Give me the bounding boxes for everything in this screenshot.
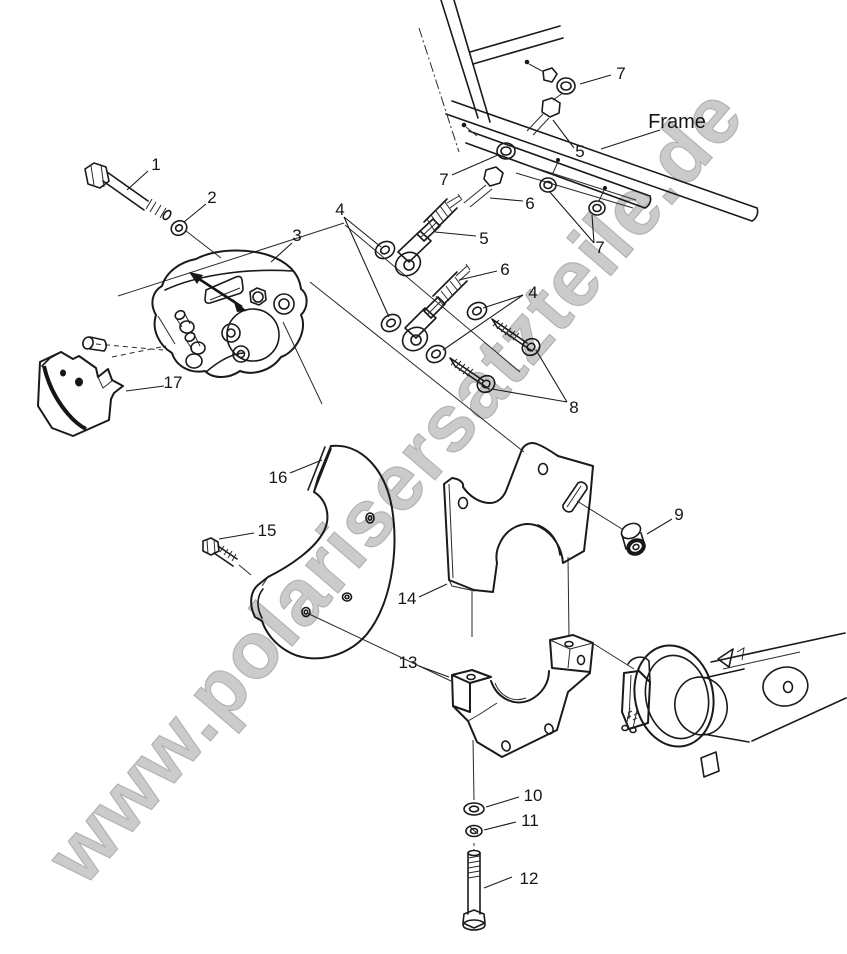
caliper-bolt	[84, 162, 172, 221]
callout-1: 1	[151, 155, 160, 174]
brake-hose-upper	[394, 193, 463, 277]
screw-icon	[556, 158, 560, 162]
callout-6-frame: 6	[525, 194, 534, 213]
callout-5-hose: 5	[479, 229, 488, 248]
callout-4-right: 4	[528, 283, 537, 302]
banjo-bolts	[449, 318, 541, 394]
frame-label: Frame	[648, 111, 706, 133]
callout-5-frame: 5	[575, 142, 584, 161]
construction-lines	[95, 222, 635, 851]
leader-lines	[125, 74, 673, 889]
callout-17: 17	[164, 373, 183, 392]
callout-14: 14	[398, 589, 417, 608]
callout-2: 2	[207, 188, 216, 207]
bushing	[620, 522, 646, 556]
brake-caliper	[151, 249, 308, 378]
axle-bracket	[451, 634, 594, 758]
screw-icon	[524, 59, 530, 65]
callout-4-left: 4	[335, 200, 344, 219]
pad-pin	[82, 336, 108, 352]
flat-washer-10	[463, 802, 485, 816]
callout-11: 11	[521, 811, 539, 830]
callout-8: 8	[569, 398, 578, 417]
callout-7-top: 7	[616, 64, 625, 83]
dust-shield	[250, 444, 396, 660]
callout-10: 10	[524, 786, 543, 805]
callout-7-left: 7	[439, 170, 448, 189]
callout-3: 3	[292, 226, 301, 245]
callout-labels: 1 2 3 4 4 5 5 6 6 7 7 7 8 9 10 11 12 13 …	[151, 64, 706, 888]
screw-icon	[603, 186, 607, 190]
brake-hose-lower	[401, 263, 471, 352]
callout-12: 12	[520, 869, 539, 888]
axle-assembly	[621, 632, 847, 778]
sealing-washers	[374, 240, 488, 364]
frame-fittings	[461, 59, 607, 216]
mount-bolt-12	[462, 849, 486, 931]
lock-washer-11	[465, 824, 483, 838]
callout-7-mid: 7	[595, 238, 604, 257]
callout-6-hose: 6	[500, 260, 509, 279]
shield-bolt	[202, 537, 238, 567]
callout-9: 9	[674, 505, 683, 524]
screw-icon	[461, 122, 467, 128]
flat-washer-2	[170, 219, 188, 237]
callout-15: 15	[258, 521, 277, 540]
callout-16: 16	[269, 468, 288, 487]
caliper-bracket	[443, 442, 594, 593]
brake-pad	[37, 351, 124, 437]
frame	[418, 0, 759, 222]
callout-13: 13	[399, 653, 418, 672]
